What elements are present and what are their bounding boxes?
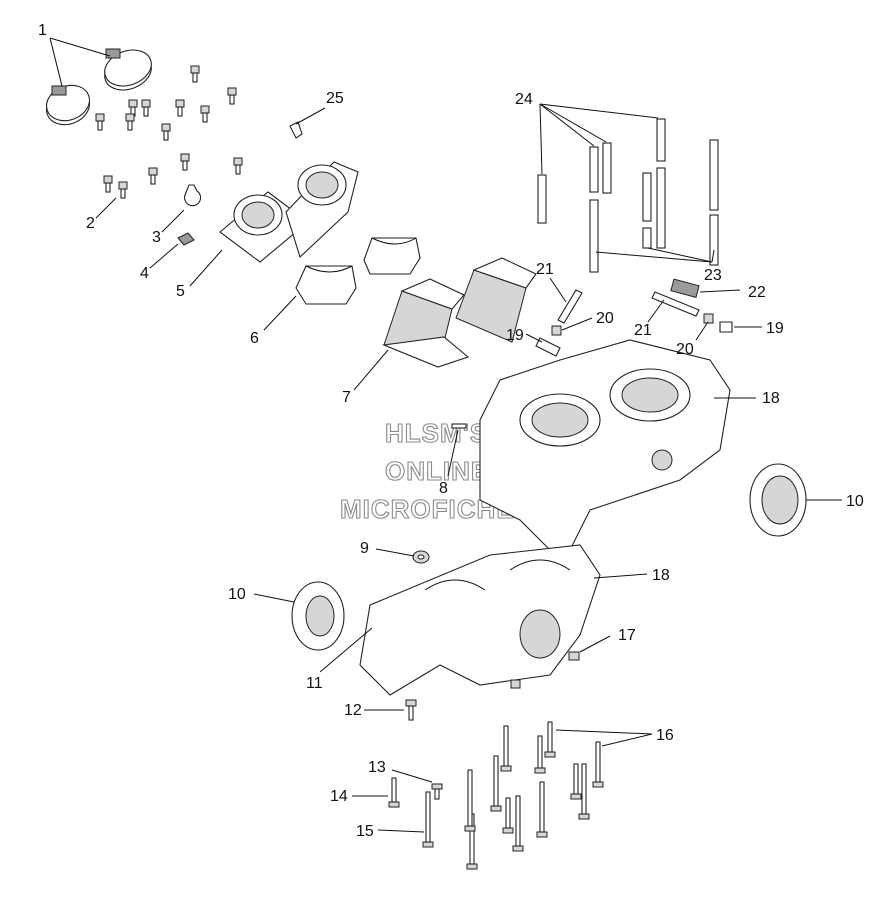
callout-10-right: 10 xyxy=(846,493,864,510)
reed-boot-part-6 xyxy=(295,237,421,305)
callout-18-upper: 18 xyxy=(762,390,780,407)
seal-part-10-left xyxy=(291,581,345,651)
watermark-line-2: ONLINE xyxy=(385,456,489,486)
tube-part-21-left xyxy=(557,289,583,324)
plug-part-20 xyxy=(551,313,714,336)
washer-part-9 xyxy=(412,550,430,564)
callout-24: 24 xyxy=(515,91,533,108)
callout-18-lower: 18 xyxy=(652,567,670,584)
callout-11: 11 xyxy=(306,675,323,692)
callout-6: 6 xyxy=(250,330,259,347)
leader-lines xyxy=(49,37,842,833)
callout-8: 8 xyxy=(439,480,448,497)
bolt-part-12 xyxy=(405,699,417,721)
tube-part-21-right xyxy=(651,291,700,317)
callout-12: 12 xyxy=(344,702,362,719)
callout-3: 3 xyxy=(152,229,161,246)
callout-9: 9 xyxy=(360,540,369,557)
callout-5: 5 xyxy=(176,283,185,300)
callout-20-left: 20 xyxy=(596,310,614,327)
fitting-part-19-right xyxy=(719,321,733,333)
callout-4: 4 xyxy=(140,265,149,282)
upper-crankcase-part-18 xyxy=(479,339,731,551)
clip-part-25 xyxy=(289,121,303,139)
callout-23: 23 xyxy=(704,267,722,284)
lower-crankcase-part-11 xyxy=(359,544,601,696)
callout-16: 16 xyxy=(656,727,674,744)
callout-19-right: 19 xyxy=(766,320,784,337)
callout-17: 17 xyxy=(618,627,636,644)
bolt-set-parts-13-16 xyxy=(388,721,604,870)
watermark-line-1: HLSM'S xyxy=(385,418,488,448)
watermark: HLSM'S ONLINE MICROFICHE xyxy=(339,417,514,524)
callout-21-left: 21 xyxy=(536,261,554,278)
seal-part-10-right xyxy=(749,463,807,537)
clip-part-4 xyxy=(177,232,195,246)
screw-cluster xyxy=(95,65,243,199)
intake-adapter-part-5 xyxy=(219,161,359,263)
stud-part-8 xyxy=(451,423,467,429)
callout-14: 14 xyxy=(330,788,348,805)
callout-15: 15 xyxy=(356,823,374,840)
callout-13: 13 xyxy=(368,759,386,776)
plug-small xyxy=(510,679,521,689)
callout-25: 25 xyxy=(326,90,344,107)
pins-part-23-24 xyxy=(537,118,719,273)
callout-21-right: 21 xyxy=(634,322,652,339)
callout-7: 7 xyxy=(342,389,351,406)
clip-part-3 xyxy=(184,184,202,207)
callout-2: 2 xyxy=(86,215,95,232)
callout-20-right: 20 xyxy=(676,341,694,358)
hose-clamp-part-1 xyxy=(45,48,152,126)
callout-labels: 1 2 3 4 5 6 7 8 9 10 10 11 12 13 14 15 1… xyxy=(38,22,864,840)
fitting-part-19-left xyxy=(535,337,561,357)
callout-10-left: 10 xyxy=(228,586,246,603)
callout-19-left: 19 xyxy=(506,327,524,344)
plug-part-17 xyxy=(568,651,580,661)
spring-part-22 xyxy=(670,278,700,299)
callout-22: 22 xyxy=(748,284,766,301)
reed-valve-part-7 xyxy=(381,257,537,368)
callout-1: 1 xyxy=(38,22,47,39)
